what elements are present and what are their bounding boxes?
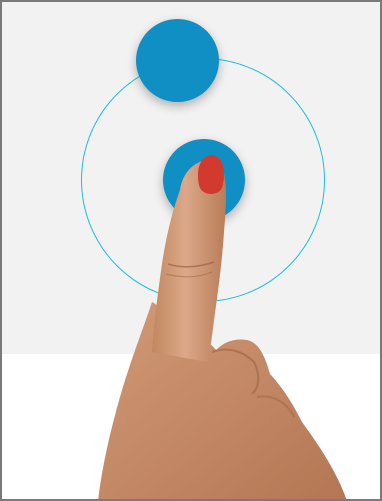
hand-palm (98, 302, 347, 501)
finger-nail (198, 155, 224, 194)
